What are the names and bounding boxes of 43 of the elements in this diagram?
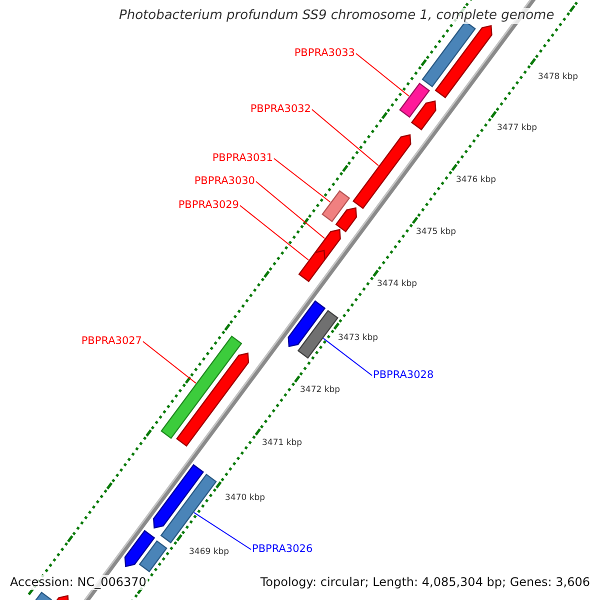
leader-line [356, 53, 410, 97]
pointed-gene-bar [124, 530, 156, 568]
gene-label: PBPRA3030 [194, 175, 255, 188]
leader-line [322, 338, 372, 376]
scale-label: 3476 kbp [456, 174, 496, 186]
gene-bar [297, 310, 339, 359]
pointed-gene-bar [410, 100, 436, 130]
scale-label: 3474 kbp [377, 278, 418, 290]
pointed-gene-bar [288, 300, 326, 348]
accession-text: Accession: NC_006370 [8, 575, 148, 590]
leader-line [194, 512, 252, 550]
scale-label: 3469 kbp [189, 546, 230, 558]
pointed-gene-bar [352, 134, 412, 210]
pointed-gene-bar [153, 464, 204, 529]
gene-label: PBPRA3033 [294, 47, 355, 60]
pointed-gene-bar [176, 352, 250, 447]
scale-label: 3472 kbp [300, 384, 340, 396]
pointed-gene-bar [434, 24, 492, 98]
scale-label: 3470 kbp [225, 492, 266, 504]
gene-bar [138, 540, 168, 572]
pointed-gene-bar [335, 207, 358, 232]
scale-label: 3478 kbp [538, 72, 578, 83]
leader-line [240, 205, 309, 260]
scale-label: 3471 kbp [262, 438, 302, 449]
leader-line [312, 109, 379, 166]
pointed-gene-bar [298, 250, 326, 282]
gene-bar [399, 82, 430, 118]
scale-label: 3477 kbp [497, 122, 538, 134]
leader-line [256, 181, 326, 239]
gene-label: PBPRA3028 [373, 369, 434, 382]
gene-label: PBPRA3031 [212, 152, 273, 165]
gene-bar [160, 335, 242, 440]
scale-label: 3475 kbp [416, 226, 456, 238]
gene-label: PBPRA3032 [250, 103, 311, 116]
leader-line [142, 341, 196, 384]
gene-label: PBPRA3027 [81, 335, 142, 348]
genome-info-text: Topology: circular; Length: 4,085,304 bp; Genes: 3,606 [258, 575, 592, 590]
gene-bar [160, 474, 217, 544]
scale-label: 3473 kbp [338, 332, 378, 344]
leader-line [274, 158, 331, 203]
gene-label: PBPRA3026 [252, 543, 313, 556]
gene-bar [322, 190, 350, 222]
gene-label: PBPRA3029 [178, 199, 239, 212]
